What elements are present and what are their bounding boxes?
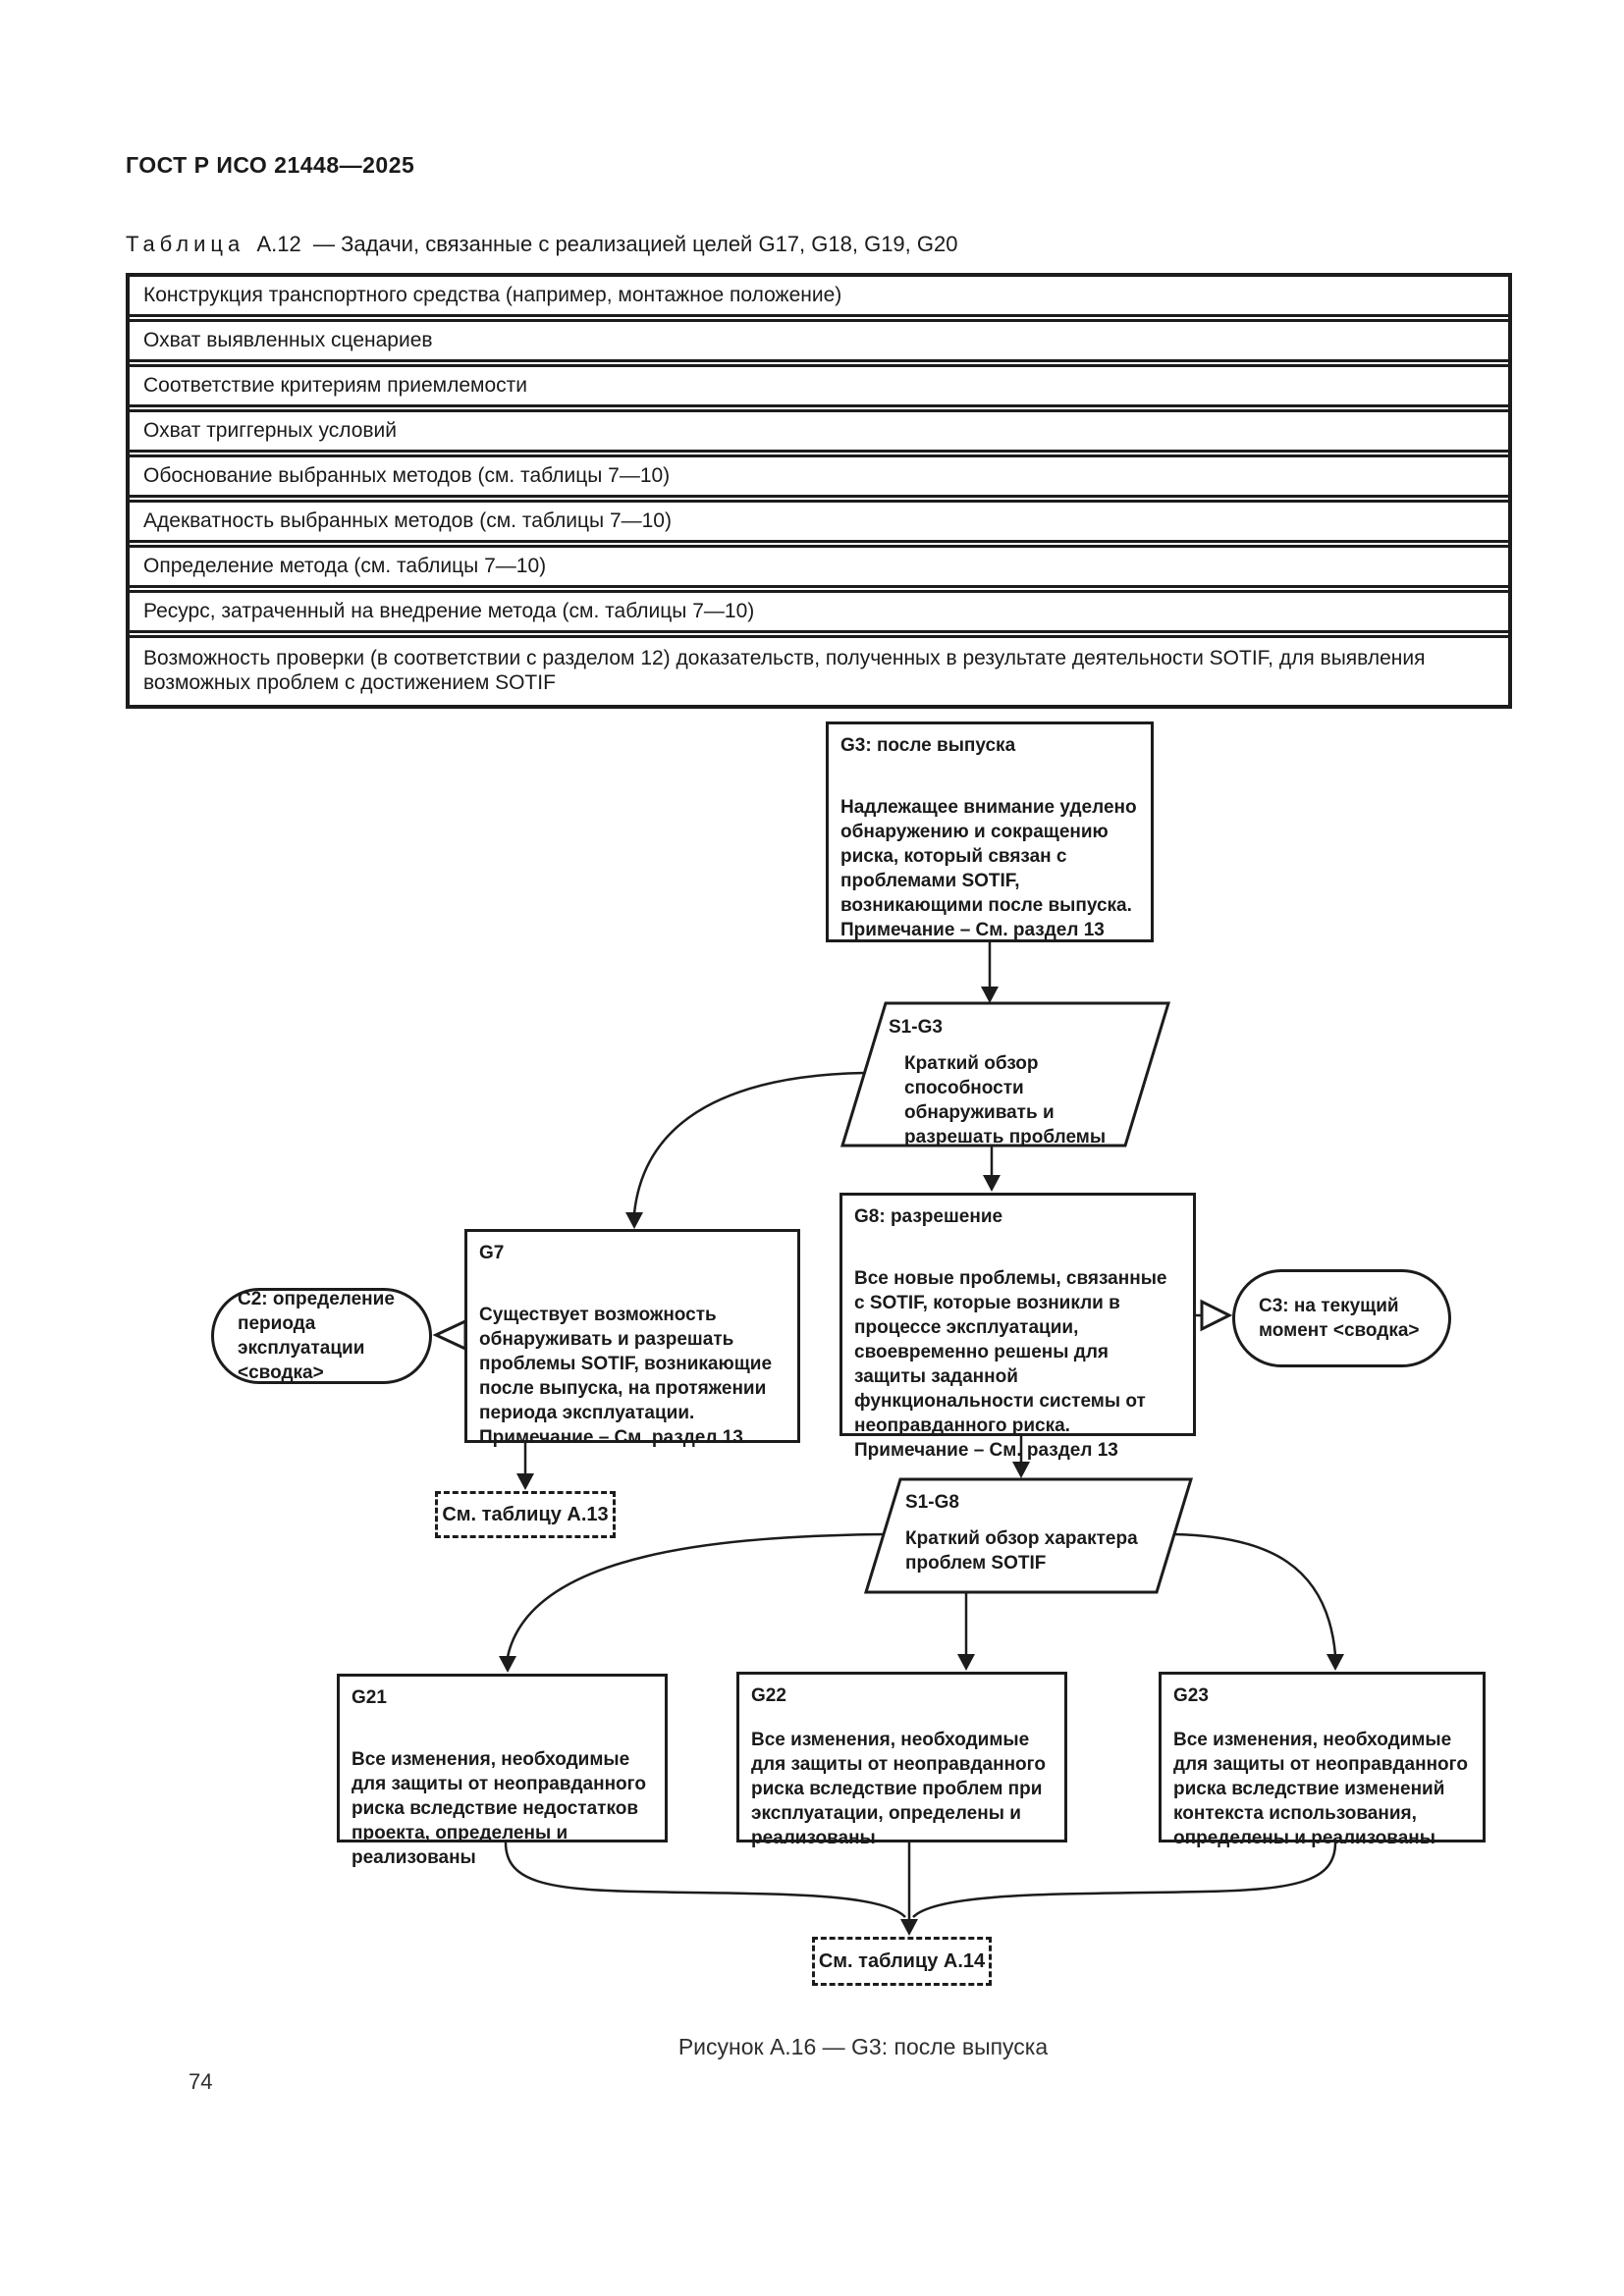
table-row: Охват триггерных условий <box>130 412 1508 457</box>
node-g8-body: Все новые проблемы, связанные с SOTIF, к… <box>854 1268 1167 1436</box>
arrowhead <box>957 1654 975 1671</box>
table-row: Конструкция транспортного средства (напр… <box>130 277 1508 322</box>
node-g3: G3: после выпуска Надлежащее внимание уд… <box>826 721 1154 942</box>
arrow-s1g8-to-g21 <box>506 1532 885 1658</box>
node-s1g3: S1-G3 Краткий обзор способности обнаружи… <box>889 1015 1146 1149</box>
arrowhead <box>981 987 999 1003</box>
arrowhead <box>516 1473 534 1490</box>
hollow-arrowhead-right <box>1200 1299 1233 1332</box>
node-c3: C3: на текущий момент <сводка> <box>1232 1269 1451 1367</box>
node-s1g8-body: Краткий обзор характера проблем SOTIF <box>905 1528 1138 1574</box>
ref-table-a14-text: См. таблицу А.14 <box>818 1949 986 1972</box>
arrowhead <box>1326 1654 1344 1671</box>
table-caption: Таблица А.12 — Задачи, связанные с реали… <box>126 232 957 257</box>
node-s1g3-title: S1-G3 <box>889 1017 943 1038</box>
node-g3-title: G3: после выпуска <box>840 735 1016 756</box>
arrowhead <box>625 1212 643 1229</box>
ref-table-a13: См. таблицу А.13 <box>435 1491 616 1538</box>
tasks-table: Конструкция транспортного средства (напр… <box>126 273 1512 709</box>
node-g23: G23 Все изменения, необходимые для защит… <box>1159 1672 1486 1848</box>
table-row: Ресурс, затраченный на внедрение метода … <box>130 593 1508 638</box>
node-g22-body: Все изменения, необходимые для защиты от… <box>751 1730 1046 1848</box>
node-g7-note: Примечание – См. раздел 13 <box>479 1427 743 1448</box>
node-g7-title: G7 <box>479 1243 505 1263</box>
node-g7: G7 Существует возможность обнаруживать и… <box>464 1229 800 1448</box>
document-header: ГОСТ Р ИСО 21448—2025 <box>126 152 415 178</box>
table-caption-number: А.12 <box>256 232 301 256</box>
node-g21-title: G21 <box>352 1687 387 1708</box>
arrow-s1g3-to-g7 <box>632 1071 865 1214</box>
table-row: Возможность проверки (в соответствии с р… <box>143 647 1426 694</box>
arrowhead <box>900 1919 918 1936</box>
node-c3-text: C3: на текущий момент <сводка> <box>1259 1296 1420 1341</box>
node-g21: G21 Все изменения, необходимые для защит… <box>337 1674 668 1868</box>
hollow-arrowhead-left <box>432 1318 467 1352</box>
node-g22-title: G22 <box>751 1685 786 1706</box>
node-g23-body: Все изменения, необходимые для защиты от… <box>1173 1730 1468 1848</box>
arrow-s1g8-to-g23 <box>1173 1532 1337 1656</box>
node-g21-body: Все изменения, необходимые для защиты от… <box>352 1749 646 1868</box>
figure-caption: Рисунок А.16 — G3: после выпуска <box>677 2034 1049 2059</box>
node-g8-note: Примечание – См. раздел 13 <box>854 1440 1118 1461</box>
page-number: 74 <box>189 2069 213 2094</box>
node-c2: C2: определение периода эксплуатации <св… <box>211 1288 432 1384</box>
node-g8: G8: разрешение Все новые проблемы, связа… <box>839 1193 1196 1461</box>
node-g23-title: G23 <box>1173 1685 1209 1706</box>
node-s1g3-body: Краткий обзор способности обнаруживать и… <box>904 1053 1107 1148</box>
arrowhead <box>1012 1462 1030 1478</box>
arrow-g23-to-a14 <box>912 1842 1337 1918</box>
table-row: Определение метода (см. таблицы 7—10) <box>130 548 1508 593</box>
table-row: Соответствие критериям приемлемости <box>130 367 1508 412</box>
table-row: Обоснование выбранных методов (см. табли… <box>130 457 1508 503</box>
table-row: Адекватность выбранных методов (см. табл… <box>130 503 1508 548</box>
ref-table-a14: См. таблицу А.14 <box>812 1937 992 1986</box>
arrowhead <box>499 1656 516 1673</box>
table-caption-word: Таблица <box>126 232 245 256</box>
node-g3-body: Надлежащее внимание уделено обнаружению … <box>840 797 1137 916</box>
table-row: Охват выявленных сценариев <box>130 322 1508 367</box>
table-caption-text: — Задачи, связанные с реализацией целей … <box>313 232 958 256</box>
node-g7-body: Существует возможность обнаруживать и ра… <box>479 1305 773 1423</box>
node-s1g8-title: S1-G8 <box>905 1492 959 1513</box>
ref-table-a13-text: См. таблицу А.13 <box>442 1503 609 1525</box>
node-c2-text: C2: определение периода эксплуатации <св… <box>238 1289 395 1383</box>
node-g8-title: G8: разрешение <box>854 1206 1003 1227</box>
node-s1g8: S1-G8 Краткий обзор характера проблем SO… <box>905 1490 1156 1575</box>
node-g22: G22 Все изменения, необходимые для защит… <box>736 1672 1067 1848</box>
arrowhead <box>983 1175 1001 1192</box>
node-g3-note: Примечание – См. раздел 13 <box>840 920 1105 940</box>
